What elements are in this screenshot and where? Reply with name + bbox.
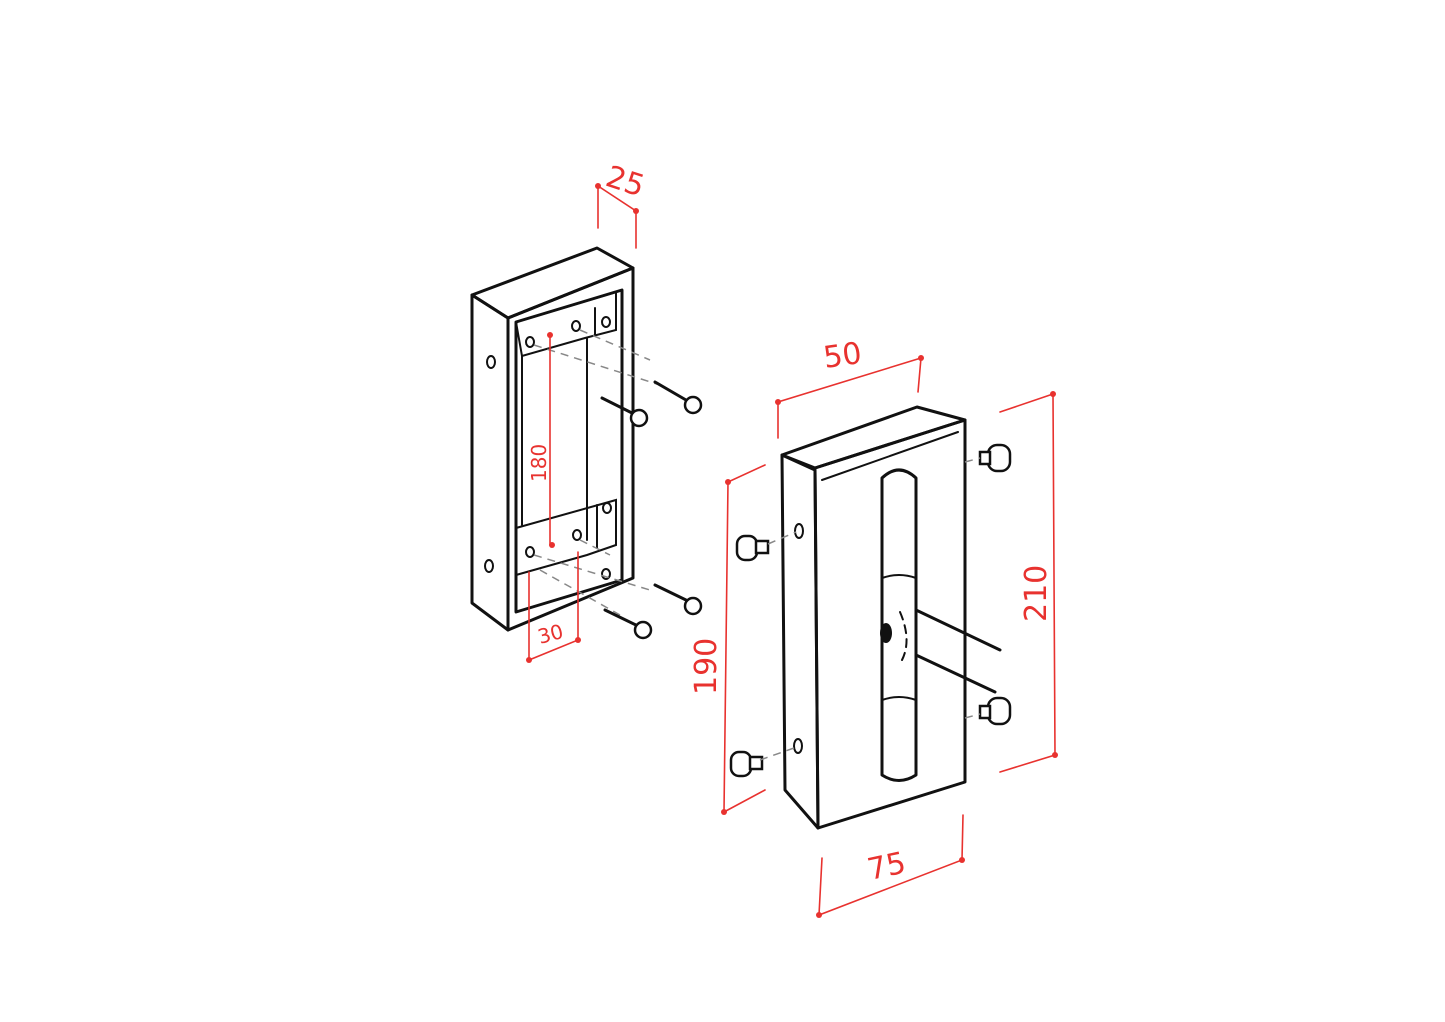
mounting-box (470, 246, 661, 632)
screw-icon (653, 583, 703, 616)
bolt-icon (729, 750, 764, 778)
bolts (729, 443, 1012, 778)
label-190: 190 (689, 638, 724, 695)
dimension-25: 25 (595, 159, 649, 249)
label-210: 210 (1019, 565, 1054, 622)
label-25: 25 (602, 159, 649, 204)
dimension-210: 210 (999, 391, 1058, 773)
dimension-50: 50 (775, 336, 924, 439)
label-75: 75 (864, 846, 909, 888)
dimension-180: 180 (527, 332, 555, 548)
dimension-30: 30 (526, 551, 581, 663)
bolt-icon (978, 443, 1012, 473)
label-30: 30 (535, 619, 566, 649)
screw-icon (600, 396, 649, 428)
screw-icon (653, 380, 703, 415)
handle-bar (880, 468, 1002, 782)
dimension-75: 75 (816, 814, 965, 918)
mounting-holes (484, 316, 612, 580)
dimension-190: 190 (689, 464, 766, 815)
bolt-icon (735, 534, 770, 562)
handle-assembly (729, 405, 1012, 830)
label-50: 50 (821, 336, 864, 376)
bolt-icon (978, 696, 1012, 726)
label-180: 180 (527, 444, 551, 482)
screw-icon (603, 608, 653, 640)
screws (600, 380, 703, 640)
